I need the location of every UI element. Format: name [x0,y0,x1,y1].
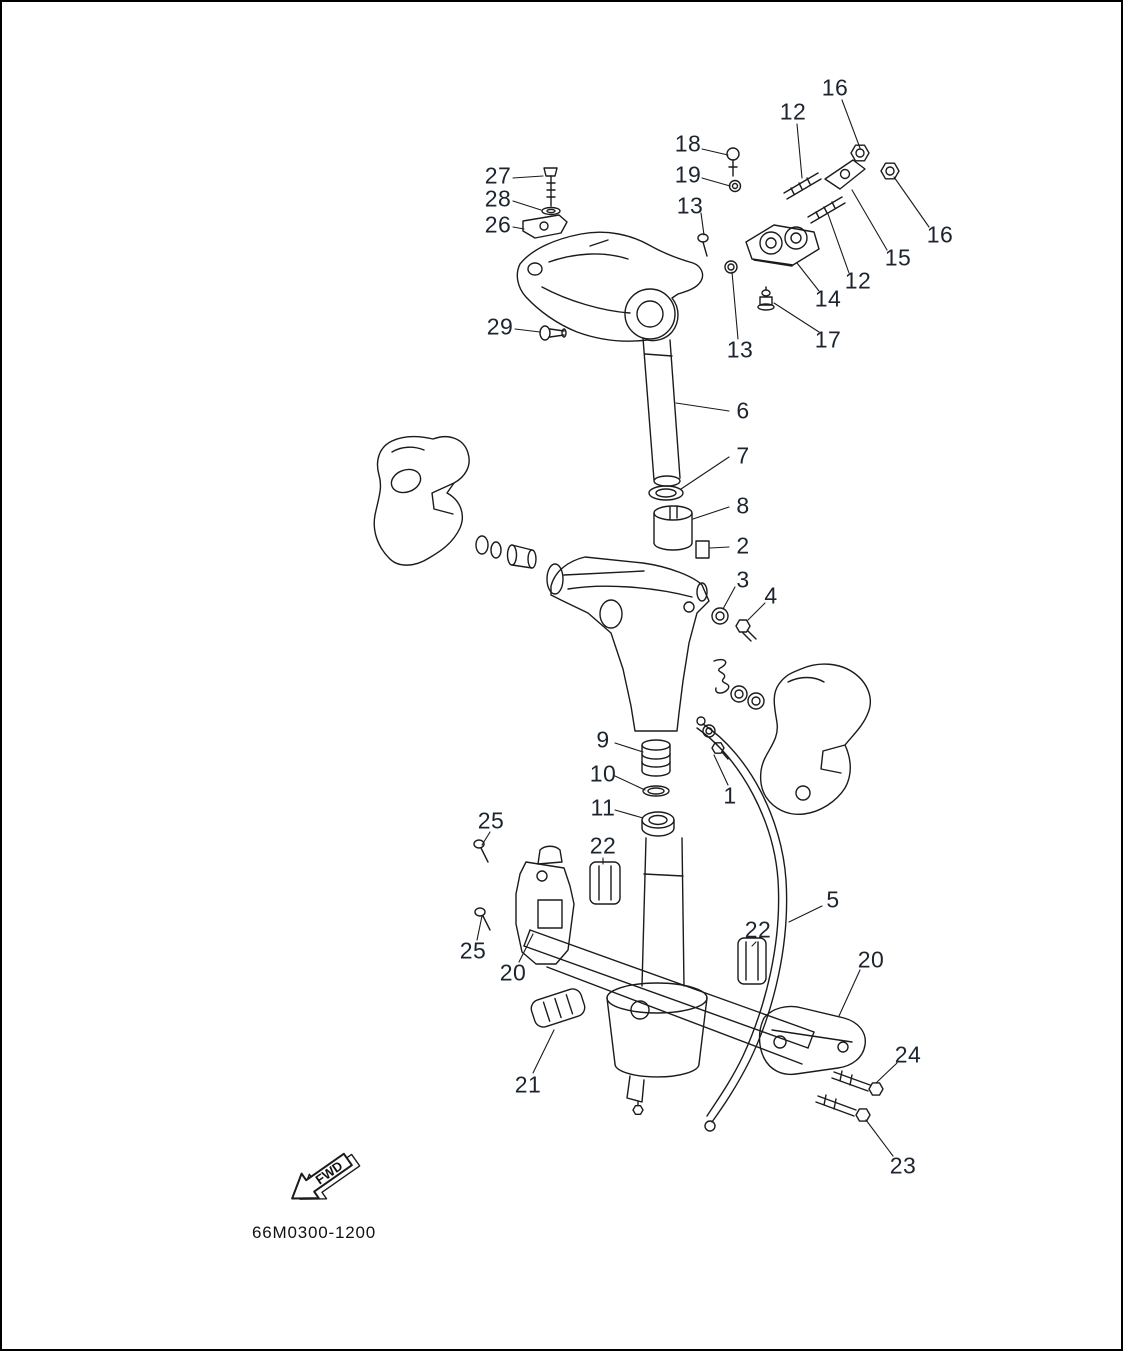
swivel-bracket-casting [546,556,710,732]
callout-24: 24 [894,1041,922,1068]
callout-22: 22 [744,916,772,943]
callout-27: 27 [484,162,512,189]
callout-6: 6 [736,397,750,424]
callout-1: 1 [723,782,737,809]
callout-8: 8 [736,492,750,519]
tilt-tube-washers [475,535,537,569]
callout-9: 9 [596,726,610,753]
callout-16: 16 [926,221,954,248]
callout-16: 16 [821,74,849,101]
callout-20: 20 [499,959,527,986]
callout-4: 4 [764,582,778,609]
callout-28: 28 [484,185,512,212]
fwd-arrow: FWD [291,1152,361,1200]
callout-26: 26 [484,211,512,238]
callout-2: 2 [736,532,750,559]
washer-7 [648,485,684,501]
callout-11: 11 [590,794,616,821]
callout-17: 17 [814,326,842,353]
callout-29: 29 [486,313,514,340]
callout-15: 15 [884,244,912,271]
callout-21: 21 [514,1071,542,1098]
bolts-24-23 [815,1070,884,1122]
bolts-25 [473,839,491,931]
starboard-clamp-bracket [759,663,872,816]
callout-7: 7 [736,442,750,469]
port-clamp-bracket [373,435,470,566]
callout-3: 3 [736,566,750,593]
upper-mount-damper-14 [745,224,820,267]
swivel-shaft-6 [642,337,681,487]
clamp-fasteners-27-28-26-29 [522,167,568,341]
washer-3-bolt-4 [711,607,757,642]
callout-19: 19 [674,161,702,188]
callout-14: 14 [814,285,842,312]
plate-15 [824,159,866,190]
bushing-9 [641,739,671,777]
nuts-16 [850,144,900,180]
studs-12 [783,172,846,224]
seal-11 [641,811,675,837]
callout-25: 25 [477,807,505,834]
oring-10 [642,785,670,797]
callout-22: 22 [589,832,617,859]
callout-18: 18 [674,130,702,157]
callout-20: 20 [857,946,885,973]
callout-10: 10 [589,760,617,787]
callout-12: 12 [779,98,807,125]
callout-5: 5 [826,886,840,913]
leader-lines [476,99,930,1157]
callout-23: 23 [889,1152,917,1179]
callout-13: 13 [726,336,754,363]
mount-fasteners-18-19-13 [697,147,742,274]
tilt-spring-washers [713,658,765,710]
grease-nipple-17 [757,286,775,311]
key-plate-2 [695,540,710,559]
lower-mount-assembly [515,845,866,1116]
callout-13: 13 [676,192,704,219]
callout-25: 25 [459,937,487,964]
upper-steering-bracket [516,231,704,342]
bushing-8 [653,505,693,551]
callout-12: 12 [844,267,872,294]
drive-housing-tube [641,837,685,987]
trim-cable-5 [696,716,788,1132]
diagram-code: 66M0300-1200 [252,1223,376,1242]
